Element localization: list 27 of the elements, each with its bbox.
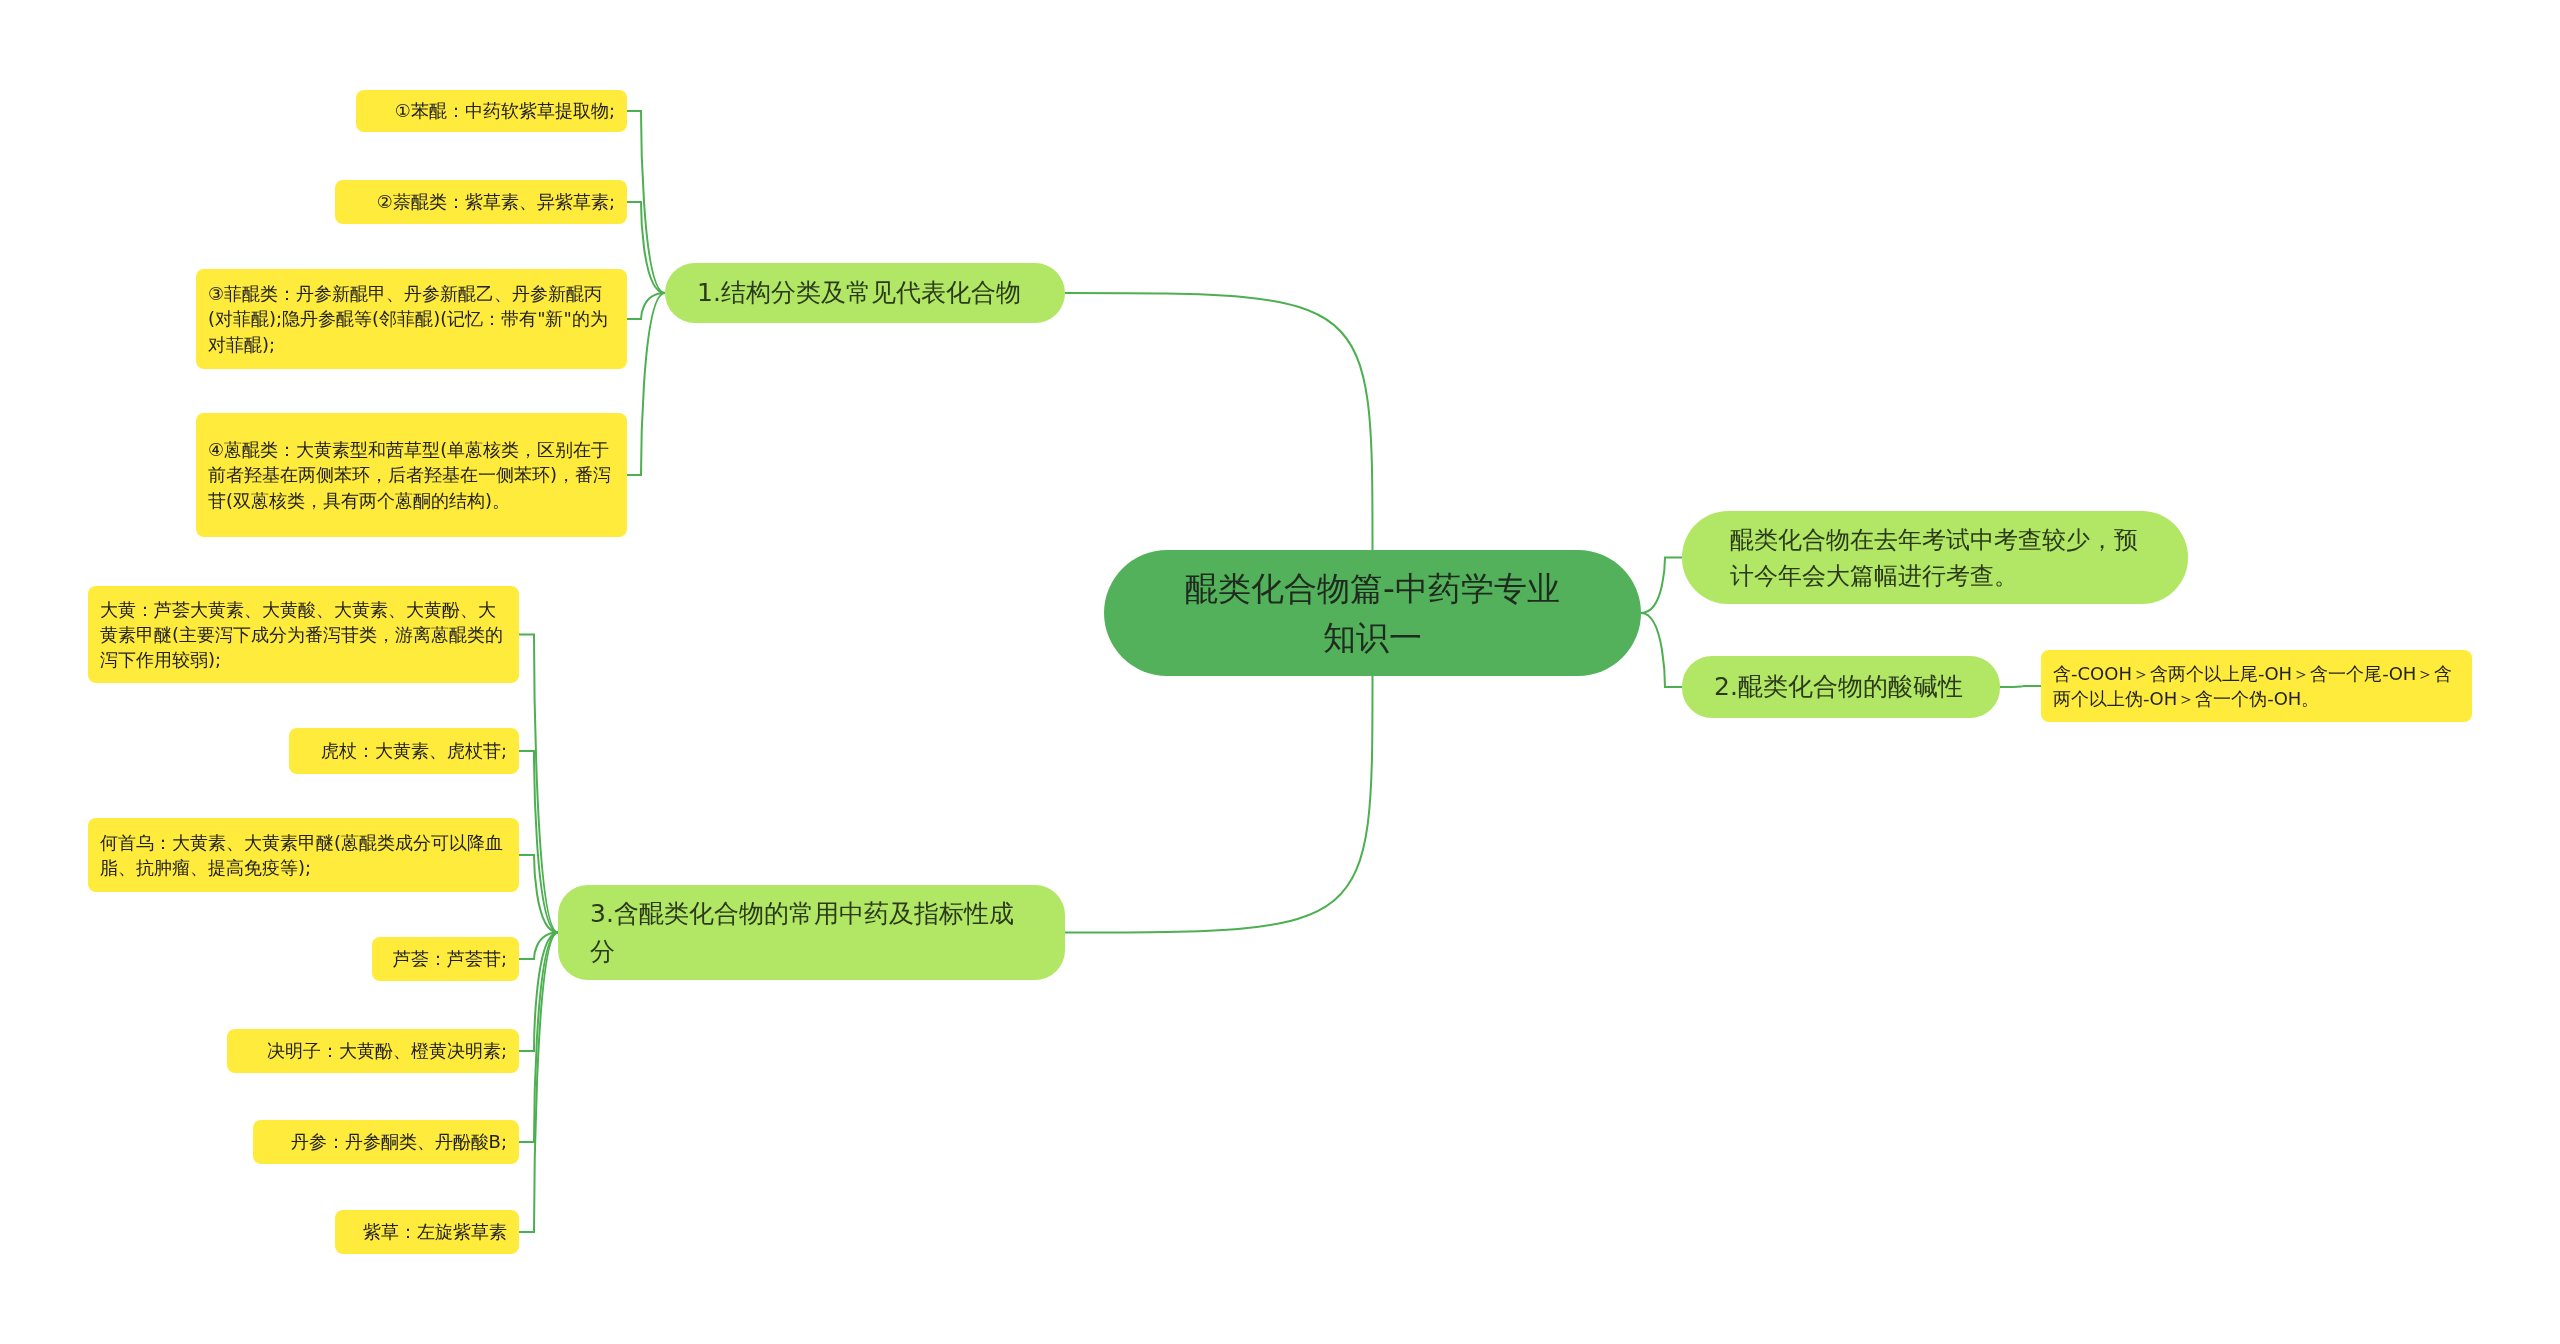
connector-line (626, 292, 666, 476)
note-card: ③菲醌类：丹参新醌甲、丹参新醌乙、丹参新醌丙(对菲醌);隐丹参醌等(邻菲醌)(记忆：带有"新"的为对菲醌); (196, 269, 627, 369)
topic-pill: 3.含醌类化合物的常用中药及指标性成分 (558, 885, 1065, 980)
note-card: ④蒽醌类：大黄素型和茜草型(单蒽核类，区别在于前者羟基在两侧苯环，后者羟基在一侧苯环)，番泻苷(双蒽核类，具有两个蒽酮的结构)。 (196, 413, 627, 537)
topic-pill: 醌类化合物在去年考试中考查较少，预计今年会大篇幅进行考查。 (1682, 511, 2188, 604)
note-card: 大黄：芦荟大黄素、大黄酸、大黄素、大黄酚、大黄素甲醚(主要泻下成分为番泻苷类，游离蒽醌类的泻下作用较弱); (88, 586, 519, 683)
topic-pill: 1.结构分类及常见代表化合物 (665, 263, 1065, 323)
connector-line (1064, 292, 1374, 551)
note-card: 决明子：大黄酚、橙黄决明素; (227, 1029, 519, 1073)
note-card: 丹参：丹参酮类、丹酚酸B; (253, 1120, 519, 1164)
connector-line (626, 292, 666, 320)
note-card: 芦荟：芦荟苷; (372, 937, 519, 981)
connector-line (518, 931, 559, 1143)
note-card: 紫草：左旋紫草素 (335, 1210, 519, 1254)
note-card: ②萘醌类：紫草素、异紫草素; (335, 180, 627, 224)
note-card: 虎杖：大黄素、虎杖苷; (289, 728, 519, 774)
connector-line (1064, 675, 1374, 934)
connector-line (518, 931, 559, 1233)
note-card: ①苯醌：中药软紫草提取物; (356, 90, 627, 132)
note-card: 何首乌：大黄素、大黄素甲醚(蒽醌类成分可以降血脂、抗肿瘤、提高免疫等); (88, 818, 519, 892)
topic-pill: 2.醌类化合物的酸碱性 (1682, 656, 2000, 718)
central-topic: 醌类化合物篇-中药学专业知识一 (1104, 550, 1641, 676)
connector-line (1640, 612, 1683, 688)
connector-line (626, 110, 666, 294)
note-card: 含-COOH＞含两个以上尾-OH＞含一个尾-OH＞含两个以上伪-OH＞含一个伪-OH。 (2041, 650, 2472, 722)
connector-line (1999, 685, 2042, 688)
connector-line (518, 633, 559, 934)
